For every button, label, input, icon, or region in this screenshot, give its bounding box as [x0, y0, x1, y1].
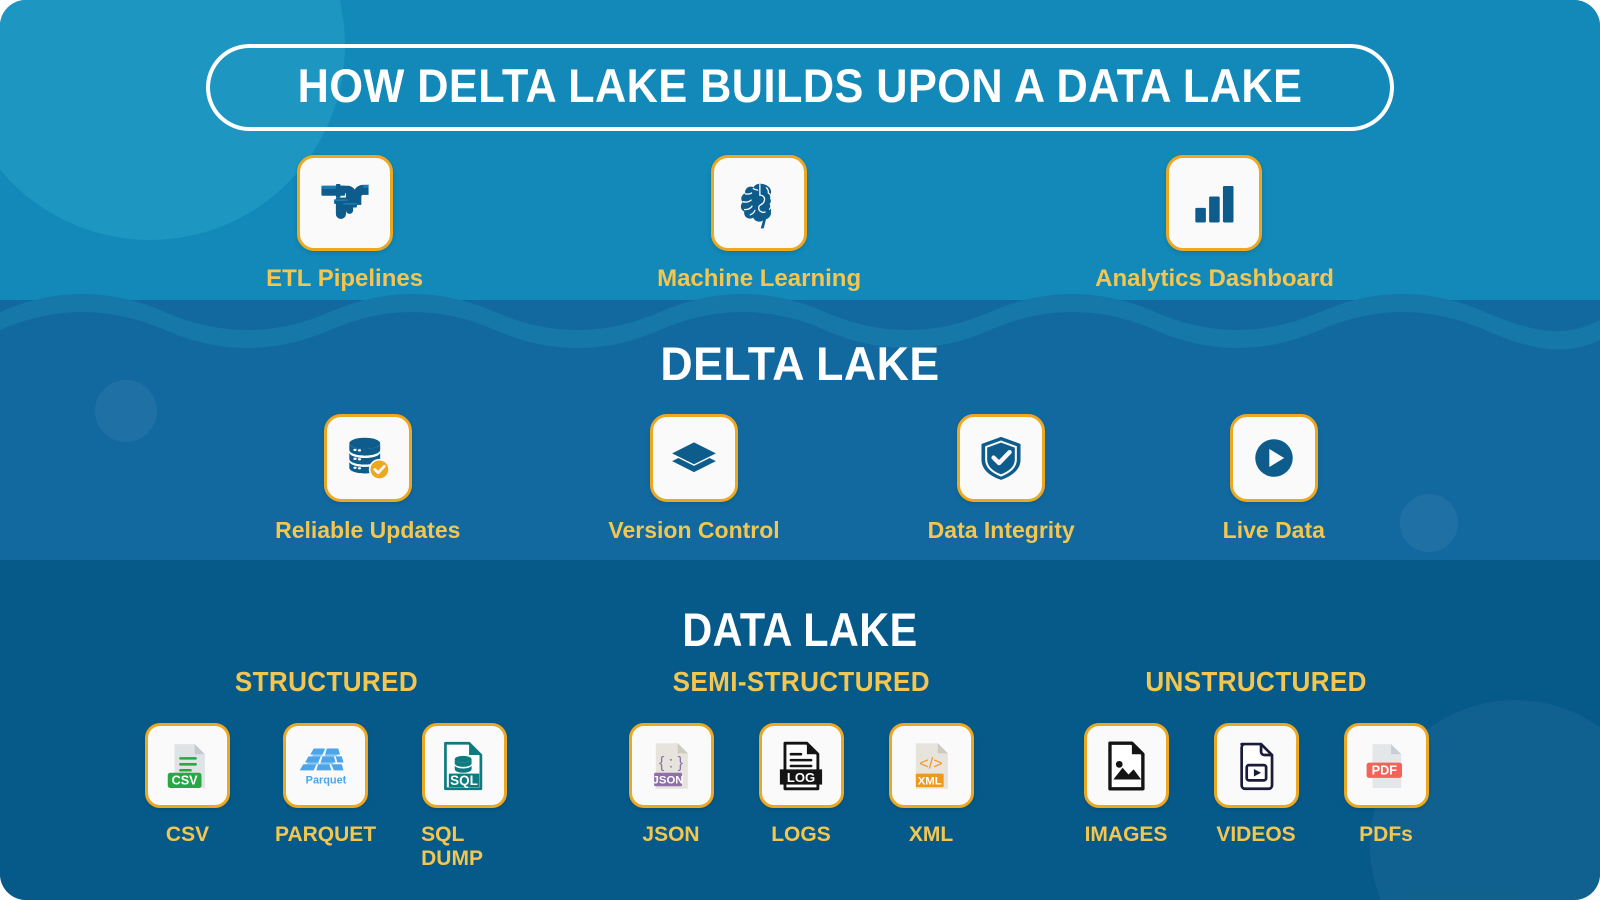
delta-item-data-integrity[interactable]: Data Integrity: [928, 414, 1075, 542]
consumer-label: ETL Pipelines: [266, 265, 424, 292]
file-label: PDFs: [1359, 823, 1413, 846]
pdf-badge-text: PDF: [1372, 763, 1398, 777]
group-items: CSV CSV: [145, 723, 507, 871]
analytics-dashboard-tile[interactable]: [1166, 155, 1263, 251]
log-file-icon: LOG: [774, 739, 828, 793]
database-check-icon: [342, 432, 394, 484]
bar-chart-icon: [1188, 177, 1240, 229]
csv-tile[interactable]: CSV: [145, 723, 230, 808]
csv-badge-text: CSV: [171, 773, 198, 787]
file-item-images[interactable]: IMAGES: [1083, 723, 1169, 847]
etl-pipelines-tile[interactable]: [296, 155, 393, 251]
parquet-badge-text: Parquet: [305, 774, 346, 786]
file-label: PARQUET: [275, 823, 377, 846]
file-label: XML: [908, 823, 954, 846]
version-control-tile[interactable]: [650, 414, 739, 502]
xml-badge-text: XML: [918, 775, 942, 787]
layers-icon: [669, 433, 719, 483]
delta-item-label: Live Data: [1222, 517, 1325, 543]
shield-check-icon: [976, 433, 1026, 483]
delta-item-version-control[interactable]: Version Control: [608, 414, 780, 543]
videos-tile[interactable]: [1213, 723, 1299, 808]
video-file-icon: [1229, 739, 1283, 793]
file-item-logs[interactable]: LOG LOGS: [758, 723, 844, 847]
file-item-parquet[interactable]: Parquet PARQUET: [275, 723, 376, 871]
delta-item-label: Version Control: [608, 517, 780, 543]
json-tile[interactable]: { : } JSON: [628, 723, 714, 808]
image-file-icon: [1099, 739, 1153, 793]
delta-item-reliable-updates[interactable]: Reliable Updates: [275, 414, 460, 542]
group-title: UNSTRUCTURED: [1145, 666, 1367, 697]
pdf-file-icon: PDF: [1359, 739, 1413, 793]
xml-tile[interactable]: </> XML: [888, 723, 974, 808]
consumer-label: Machine Learning: [657, 265, 862, 292]
pipeline-icon: [316, 174, 374, 232]
file-item-json[interactable]: { : } JSON JSON: [628, 723, 714, 847]
file-label: IMAGES: [1084, 823, 1168, 846]
sql-file-icon: SQL: [437, 739, 491, 793]
file-item-xml[interactable]: </> XML XML: [888, 723, 974, 847]
file-label: SQL DUMP: [421, 823, 483, 870]
consumers-row: ETL Pipelines: [0, 155, 1600, 291]
parquet-tile[interactable]: Parquet: [283, 723, 369, 808]
wave-divider-upper: [0, 294, 1600, 356]
delta-item-label: Data Integrity: [927, 517, 1075, 543]
json-badge-text: JSON: [653, 774, 684, 786]
wave-divider-lower: [0, 560, 1600, 618]
group-items: IMAGES VIDEOS: [1083, 723, 1429, 847]
json-file-icon: { : } JSON: [644, 739, 698, 793]
group-unstructured: UNSTRUCTURED IMAGES: [1075, 668, 1437, 847]
pdfs-tile[interactable]: PDF: [1343, 723, 1429, 808]
file-label: VIDEOS: [1216, 823, 1296, 846]
logs-tile[interactable]: LOG: [758, 723, 844, 808]
sql-badge-text: SQL: [450, 772, 478, 787]
data-integrity-tile[interactable]: [957, 414, 1046, 502]
file-label: CSV: [165, 823, 210, 846]
group-title: SEMI-STRUCTURED: [672, 666, 930, 697]
brain-icon: [731, 175, 787, 231]
consumer-item-etl-pipelines[interactable]: ETL Pipelines: [266, 155, 423, 291]
group-semi-structured: SEMI-STRUCTURED { : } JSON: [615, 668, 987, 847]
sql-dump-tile[interactable]: SQL: [421, 723, 507, 808]
xml-tag-text: </>: [919, 754, 942, 772]
file-label: LOGS: [771, 823, 831, 846]
group-items: { : } JSON JSON: [628, 723, 974, 847]
play-circle-icon: [1249, 433, 1299, 483]
delta-item-label: Reliable Updates: [275, 517, 461, 543]
delta-lake-heading: DELTA LAKE: [660, 337, 940, 390]
file-item-sql-dump[interactable]: SQL SQL DUMP: [421, 723, 507, 871]
data-lake-heading: DATA LAKE: [682, 603, 918, 656]
consumer-item-machine-learning[interactable]: Machine Learning: [657, 155, 861, 291]
log-badge-text: LOG: [787, 770, 815, 785]
parquet-file-icon: Parquet: [298, 738, 354, 794]
delta-item-live-data[interactable]: Live Data: [1223, 414, 1325, 542]
reliable-updates-tile[interactable]: [323, 414, 412, 502]
group-title: STRUCTURED: [234, 666, 418, 697]
group-structured: STRUCTURED CSV: [145, 668, 507, 871]
file-item-videos[interactable]: VIDEOS: [1213, 723, 1299, 847]
file-label: JSON: [642, 823, 700, 846]
xml-file-icon: </> XML: [904, 739, 958, 793]
live-data-tile[interactable]: [1229, 414, 1318, 502]
title-badge: HOW DELTA LAKE BUILDS UPON A DATA LAKE: [205, 44, 1395, 131]
consumer-label: Analytics Dashboard: [1095, 265, 1334, 292]
machine-learning-tile[interactable]: [711, 155, 808, 251]
csv-file-icon: CSV: [161, 739, 215, 793]
page-title: HOW DELTA LAKE BUILDS UPON A DATA LAKE: [297, 59, 1303, 112]
images-tile[interactable]: [1083, 723, 1169, 808]
json-braces-text: { : }: [659, 753, 684, 771]
file-item-csv[interactable]: CSV CSV: [145, 723, 230, 871]
file-item-pdfs[interactable]: PDF PDFs: [1343, 723, 1429, 847]
delta-lake-row: Reliable Updates Version Control: [0, 414, 1600, 542]
title-container: HOW DELTA LAKE BUILDS UPON A DATA LAKE: [0, 44, 1600, 131]
consumer-item-analytics-dashboard[interactable]: Analytics Dashboard: [1095, 155, 1334, 291]
